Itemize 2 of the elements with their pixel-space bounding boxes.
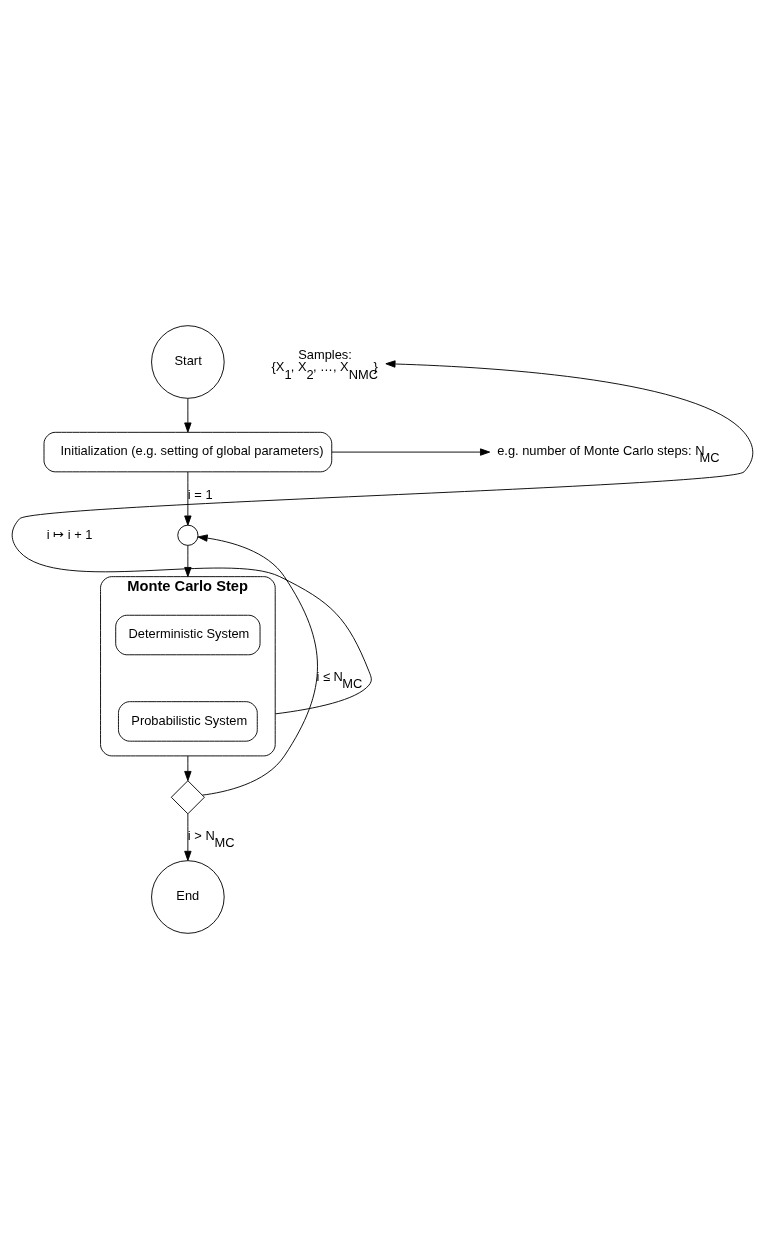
label: i ↦ i + 1 [46,526,93,542]
edge-label: i = 1 [187,486,213,502]
